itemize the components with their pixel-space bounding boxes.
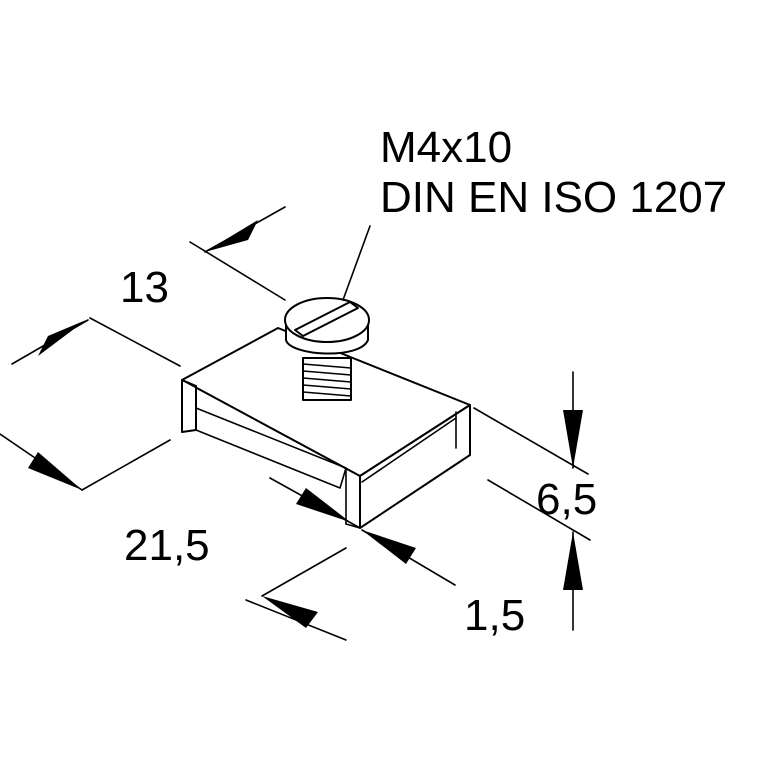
dim-1-5-label: 1,5 (464, 591, 525, 640)
clamp-fold-line (361, 417, 457, 483)
dim-13-extension-top (189, 241, 286, 301)
dim-6-5-extension-bottom (487, 479, 591, 541)
dim-13-arrow-top (205, 220, 258, 252)
dim-1-5-arrow-left (262, 596, 318, 628)
screw-label-line2: DIN EN ISO 1207 (380, 173, 727, 222)
dim-21-5-arrow-right (296, 488, 350, 522)
dim-21-5-arrow-left (28, 452, 82, 490)
dim-6-5-arrow-top (563, 410, 583, 468)
dim-21-5-extension-left (81, 439, 171, 491)
dim-1-5-arrow-right (362, 530, 416, 564)
screw-thread-lines (302, 363, 352, 397)
clamp-inner-edge (195, 385, 347, 525)
clamp-edge (181, 379, 361, 529)
dim-13-extension-bottom (89, 317, 181, 367)
dim-1-5-extension (261, 547, 347, 597)
dimension-6-5 (473, 371, 591, 631)
dim-13-label: 13 (120, 263, 169, 312)
dimension-1-5 (245, 529, 456, 641)
dim-6-5-extension-top (473, 407, 589, 475)
dim-21-5-label: 21,5 (124, 521, 210, 570)
screw-leader-line (342, 225, 371, 301)
dimension-13 (11, 206, 286, 367)
dim-13-arrow-bottom (38, 320, 86, 356)
clamp-left-leg (181, 379, 197, 433)
dim-6-5-arrow-bottom (563, 532, 583, 590)
screw-slot (294, 301, 359, 337)
clamp-foot-left (181, 429, 197, 433)
dimension-21-5 (0, 433, 361, 529)
screw (284, 297, 370, 401)
clamp-underside (195, 429, 347, 489)
dim-6-5-label: 6,5 (536, 475, 597, 524)
clamp-body (181, 327, 471, 529)
screw-label-line1: M4x10 (380, 123, 512, 172)
